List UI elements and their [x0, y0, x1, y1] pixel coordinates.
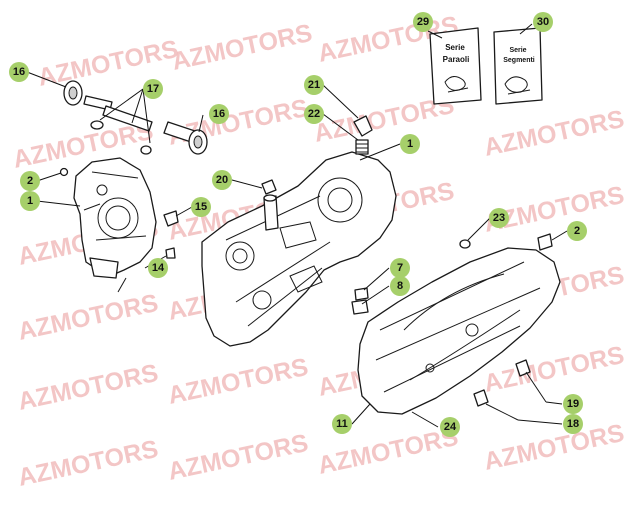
- sheet-segmenti-line1: Serie: [509, 47, 526, 54]
- callout-15-label: 15: [195, 201, 207, 213]
- callout-19[interactable]: 19: [563, 394, 583, 414]
- callout-20-label: 20: [216, 174, 228, 186]
- watermark: AZMOTORS: [169, 19, 314, 76]
- callout-1-label: 1: [27, 195, 33, 207]
- callout-16-label: 16: [13, 66, 25, 78]
- callout-29-label: 29: [417, 16, 429, 28]
- piston-ring-set-sheet: Serie Segmenti: [493, 27, 543, 105]
- callout-11-label: 11: [336, 418, 348, 430]
- callout-7-label: 7: [397, 262, 403, 274]
- callout-30-label: 30: [537, 16, 549, 28]
- sheet-segmenti-line2: Segmenti: [503, 57, 535, 64]
- callout-2-label: 2: [574, 225, 580, 237]
- transmission-cover: [351, 233, 561, 421]
- watermark: AZMOTORS: [165, 94, 310, 151]
- callout-17[interactable]: 17: [143, 79, 163, 99]
- callout-14[interactable]: 14: [148, 258, 168, 278]
- callout-23-label: 23: [493, 212, 505, 224]
- callout-14-label: 14: [152, 262, 165, 274]
- callout-15[interactable]: 15: [191, 197, 211, 217]
- callout-1-main[interactable]: 1: [400, 134, 420, 154]
- callout-21-label: 21: [308, 79, 320, 91]
- oil-seal-set-sheet: Serie Paraoli: [429, 27, 482, 105]
- leader-lines: [26, 23, 568, 428]
- callout-24-label: 24: [444, 421, 457, 433]
- callout-19-label: 19: [567, 398, 579, 410]
- callout-24[interactable]: 24: [440, 417, 460, 437]
- callout-21[interactable]: 21: [304, 75, 324, 95]
- watermark: AZMOTORS: [165, 353, 310, 410]
- callout-22[interactable]: 22: [304, 104, 324, 124]
- left-crankcase-half: [59, 157, 179, 293]
- watermark: AZMOTORS: [481, 419, 624, 476]
- callout-2-right[interactable]: 2: [567, 221, 587, 241]
- callout-8[interactable]: 8: [390, 276, 410, 296]
- callout-2-label: 2: [27, 175, 33, 187]
- sheet-paraoli-line2: Paraoli: [443, 55, 470, 64]
- callout-1-label: 1: [407, 138, 413, 150]
- main-crankcase: [201, 115, 397, 347]
- callout-20[interactable]: 20: [212, 170, 232, 190]
- callout-8-label: 8: [397, 280, 403, 292]
- watermark: AZMOTORS: [15, 359, 160, 416]
- callout-1-left[interactable]: 1: [20, 191, 40, 211]
- callout-23[interactable]: 23: [489, 208, 509, 228]
- callout-30[interactable]: 30: [533, 12, 553, 32]
- watermark: AZMOTORS: [165, 429, 310, 486]
- watermark: AZMOTORS: [15, 289, 160, 346]
- sheet-paraoli-line1: Serie: [445, 43, 465, 52]
- callout-16-label: 16: [213, 108, 225, 120]
- callout-29[interactable]: 29: [413, 12, 433, 32]
- bearing-right: [188, 129, 208, 155]
- callout-17-label: 17: [147, 83, 159, 95]
- callout-18[interactable]: 18: [563, 414, 583, 434]
- callout-16-left[interactable]: 16: [9, 62, 29, 82]
- callout-11[interactable]: 11: [332, 414, 352, 434]
- callout-18-label: 18: [567, 418, 579, 430]
- watermark: AZMOTORS: [15, 435, 160, 492]
- callout-7[interactable]: 7: [390, 258, 410, 278]
- callout-2-left[interactable]: 2: [20, 171, 40, 191]
- bearing-left: [63, 80, 83, 106]
- callout-16-right[interactable]: 16: [209, 104, 229, 124]
- watermark: AZMOTORS: [481, 105, 624, 162]
- callout-22-label: 22: [308, 108, 320, 120]
